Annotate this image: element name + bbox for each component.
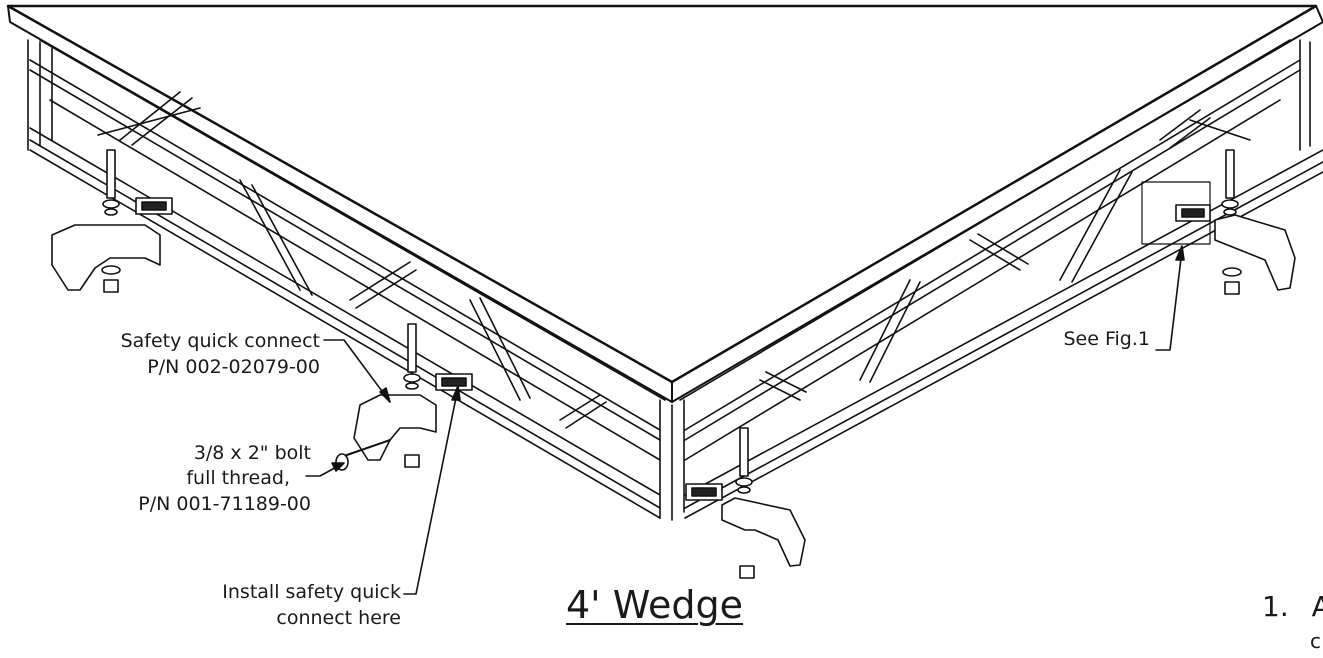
deck-edge-right	[671, 5, 1323, 403]
see-fig1-label: See Fig.1	[1063, 328, 1151, 350]
bracket-left-rear	[51, 149, 173, 293]
leader-safety	[323, 339, 391, 403]
safety-connect-name-label: Safety quick connect	[120, 330, 320, 352]
deck-edge-left	[7, 5, 673, 403]
bracket-left-mid	[335, 323, 473, 471]
note-1: 1. A c	[1262, 590, 1323, 653]
deck-top	[6, 4, 1318, 384]
note-number: 1.	[1262, 590, 1289, 623]
wedge-stage-drawing	[6, 4, 1323, 595]
note-text-line1: A	[1311, 590, 1323, 623]
note-text-line2: c	[1310, 629, 1321, 653]
install-here-line1-label: Install safety quick	[222, 581, 401, 603]
bracket-right-rear	[1175, 149, 1296, 295]
bolt-thread-label: full thread,	[186, 467, 290, 489]
drawing-title: 4' Wedge	[566, 583, 744, 627]
left-frame	[27, 39, 685, 521]
leader-fig1	[1155, 249, 1183, 351]
leader-lines	[305, 245, 1185, 595]
bolt-size-label: 3/8 x 2" bolt	[193, 442, 311, 464]
install-here-line2-label: connect here	[276, 607, 401, 629]
bolt-pn-label: P/N 001-71189-00	[138, 493, 311, 515]
bracket-center	[685, 427, 806, 579]
right-frame	[684, 39, 1323, 519]
safety-connect-pn-label: P/N 002-02079-00	[147, 356, 320, 378]
leader-install	[403, 387, 459, 595]
